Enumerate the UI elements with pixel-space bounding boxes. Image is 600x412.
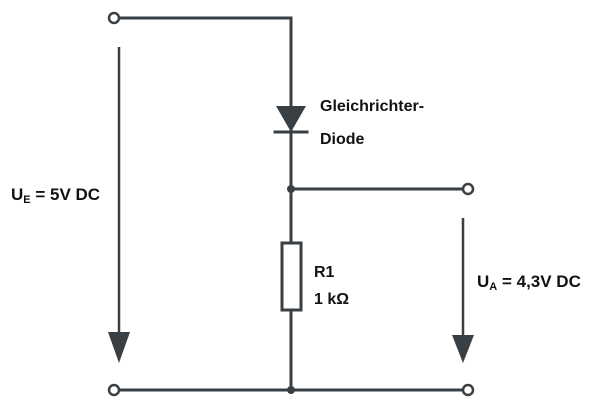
output-voltage-subscript: A [489, 281, 497, 293]
arrow-down-icon [452, 335, 474, 363]
output-voltage-value: = 4,3V DC [497, 272, 581, 291]
resistor-r1 [280, 241, 303, 312]
output-voltage-symbol: U [477, 272, 489, 291]
input-voltage-label: UE = 5V DC [11, 185, 100, 206]
input-terminal-top [107, 11, 121, 25]
output-voltage-label: UA = 4,3V DC [477, 272, 581, 293]
input-voltage-arrow [108, 47, 130, 363]
input-terminal-bottom [107, 383, 121, 397]
output-terminal-top [461, 182, 475, 196]
junction-dot-middle [287, 185, 295, 193]
diode-label-line2: Diode [320, 131, 365, 148]
top-wire [117, 16, 293, 112]
diode-label-line1: Gleichrichter- [320, 98, 424, 115]
rectifier-diode [273, 106, 309, 134]
wires [117, 16, 465, 392]
output-voltage-arrow [452, 218, 474, 363]
resistor-value-label: 1 kΩ [314, 291, 349, 308]
junction-dot-bottom [287, 386, 295, 394]
input-voltage-symbol: U [11, 185, 23, 204]
input-voltage-value: = 5V DC [31, 185, 100, 204]
output-terminal-bottom [461, 383, 475, 397]
arrow-down-icon [108, 332, 130, 363]
input-voltage-subscript: E [23, 194, 30, 206]
resistor-name-label: R1 [314, 264, 335, 281]
diode-triangle-icon [276, 106, 306, 132]
